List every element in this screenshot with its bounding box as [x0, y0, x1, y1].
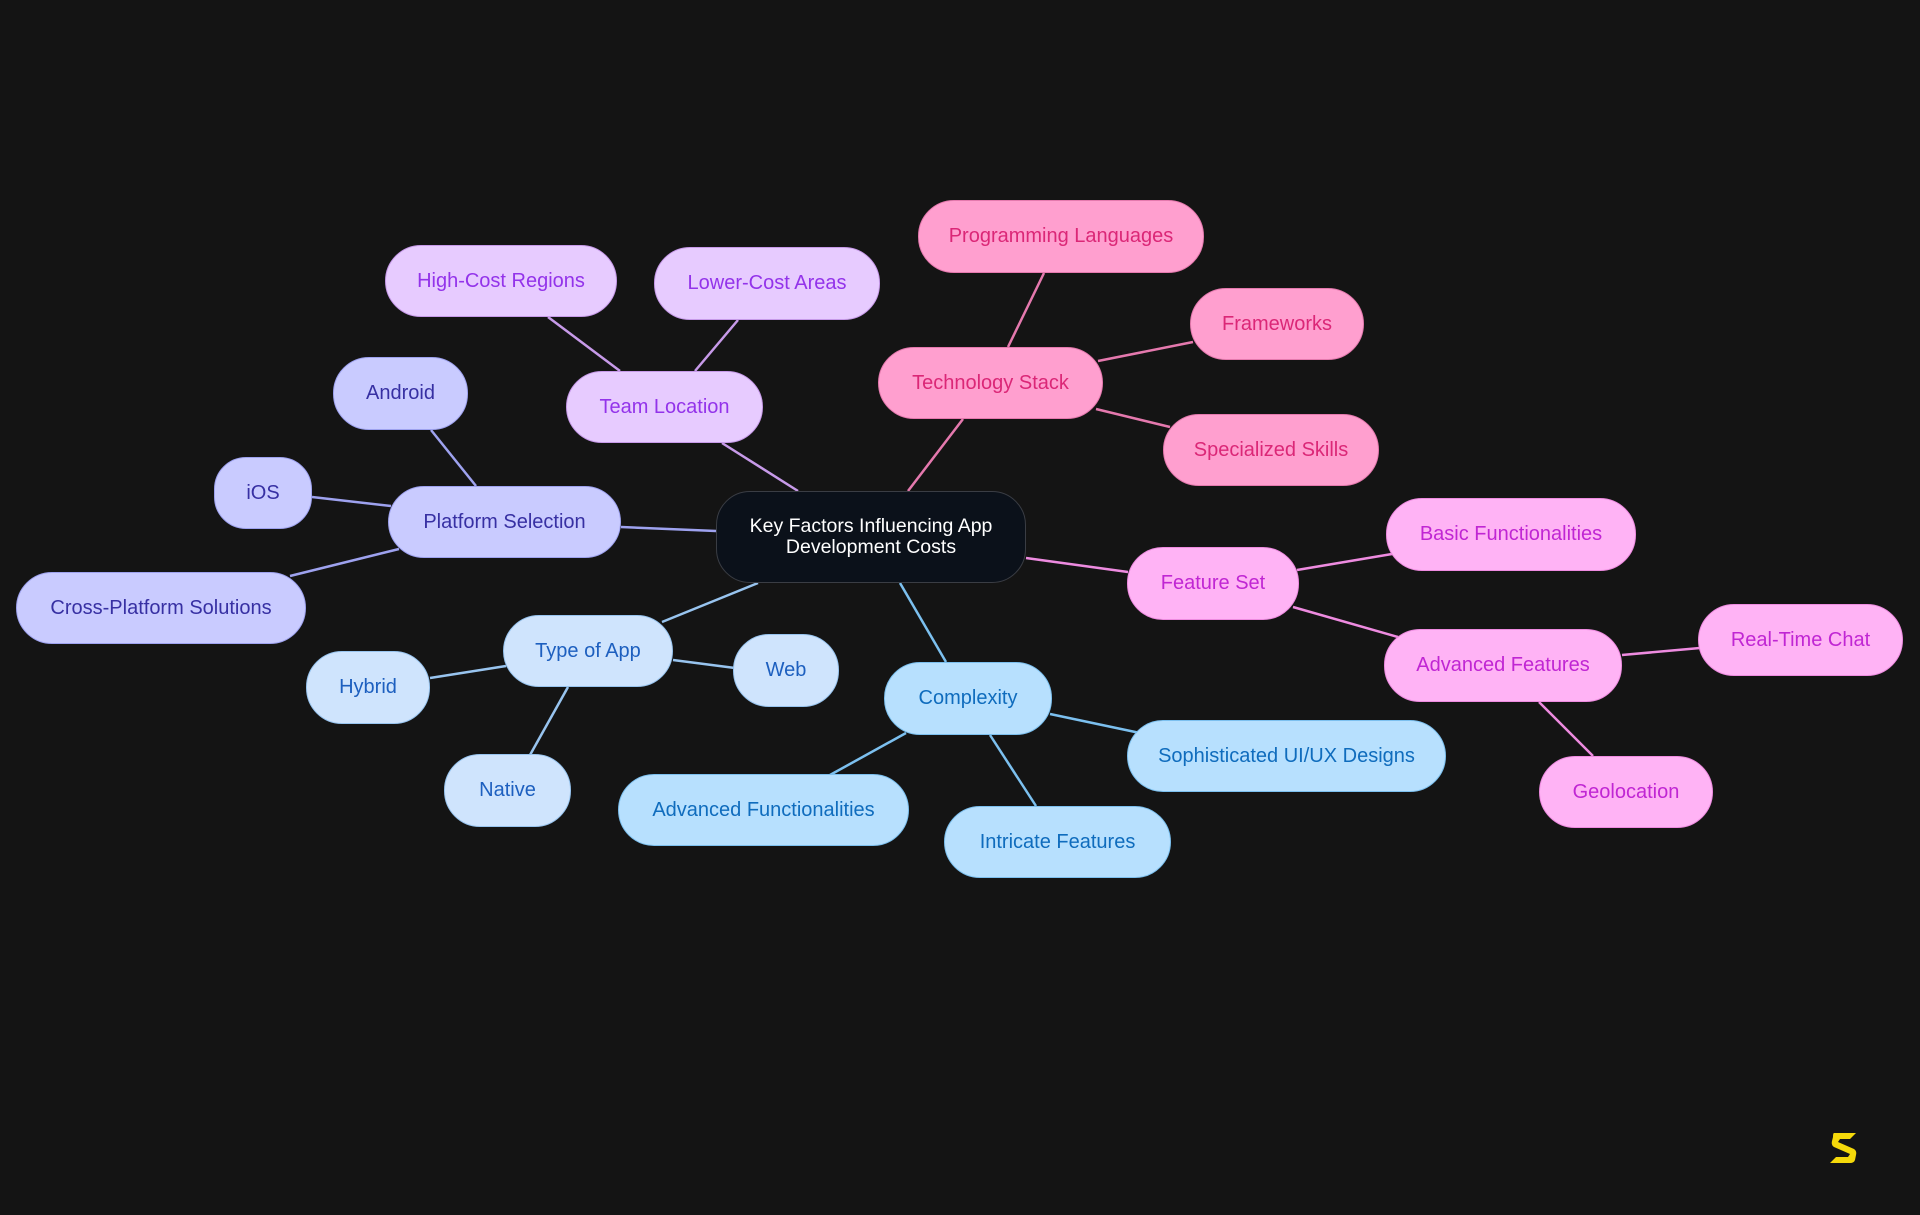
node-advanced-features[interactable]: Advanced Features	[1384, 629, 1622, 702]
node-platform-selection[interactable]: Platform Selection	[388, 486, 621, 558]
node-android[interactable]: Android	[333, 357, 468, 430]
node-label: Advanced Functionalities	[652, 798, 875, 821]
node-label: Advanced Features	[1416, 654, 1590, 676]
edge-advanced-geolocation	[1538, 701, 1594, 757]
node-label: Real-Time Chat	[1730, 628, 1871, 651]
node-label: Programming Languages	[948, 225, 1174, 247]
node-lower-cost-areas[interactable]: Lower-Cost Areas	[654, 247, 880, 320]
node-label: Web	[765, 659, 807, 681]
edge-type-native	[528, 686, 570, 756]
node-label: iOS	[246, 481, 280, 504]
node-label: Team Location	[599, 395, 730, 418]
edge-platform-cross	[289, 547, 400, 578]
edge-complexity-intricate	[988, 734, 1038, 807]
edge-platform-android	[430, 429, 477, 487]
node-label: Platform Selection	[423, 510, 586, 533]
node-technology-stack[interactable]: Technology Stack	[878, 347, 1103, 419]
edge-type-web	[672, 658, 736, 670]
edge-tech-programming	[1006, 272, 1046, 348]
node-label: Geolocation	[1572, 780, 1680, 803]
node-label: Specialized Skills	[1193, 438, 1349, 461]
central-topic-node[interactable]: Key Factors Influencing App Development …	[716, 491, 1026, 583]
edge-center-platform	[620, 525, 717, 533]
edge-center-feature-set	[1025, 556, 1129, 574]
node-label: Android	[366, 382, 435, 404]
edge-team-location-lower-cost	[694, 319, 739, 372]
node-hybrid[interactable]: Hybrid	[306, 651, 430, 724]
edge-center-team-location	[721, 441, 799, 493]
edge-center-technology-stack	[907, 418, 964, 492]
node-high-cost-regions[interactable]: High-Cost Regions	[385, 245, 617, 317]
node-label: Feature Set	[1160, 572, 1266, 594]
edge-complexity-advanced-func	[829, 731, 907, 777]
node-cross-platform-solutions[interactable]: Cross-Platform Solutions	[16, 572, 306, 644]
node-frameworks[interactable]: Frameworks	[1190, 288, 1364, 360]
edge-feature-basic	[1296, 552, 1393, 572]
node-specialized-skills[interactable]: Specialized Skills	[1163, 414, 1379, 486]
node-feature-set[interactable]: Feature Set	[1127, 547, 1299, 620]
node-label: Intricate Features	[979, 830, 1136, 853]
edge-tech-frameworks	[1097, 340, 1194, 363]
edge-team-location-high-cost	[547, 316, 621, 372]
node-label: Sophisticated UI/UX Designs	[1158, 744, 1415, 767]
edge-advanced-realtime	[1621, 646, 1701, 657]
node-label: Hybrid	[339, 676, 397, 698]
node-label: Basic Functionalities	[1419, 523, 1603, 545]
node-team-location[interactable]: Team Location	[566, 371, 763, 443]
node-label: Complexity	[918, 687, 1018, 709]
node-advanced-functionalities[interactable]: Advanced Functionalities	[618, 774, 909, 846]
s-logo-icon	[1830, 1133, 1857, 1163]
node-ios[interactable]: iOS	[214, 457, 312, 529]
node-label: Frameworks	[1221, 312, 1332, 335]
node-label: Cross-Platform Solutions	[50, 596, 272, 619]
node-label: Technology Stack	[912, 371, 1069, 394]
central-topic-label: Key Factors Influencing App Development …	[749, 515, 993, 558]
node-complexity[interactable]: Complexity	[884, 662, 1052, 735]
node-sophisticated-ui-ux-designs[interactable]: Sophisticated UI/UX Designs	[1127, 720, 1446, 792]
node-geolocation[interactable]: Geolocation	[1539, 756, 1713, 828]
edge-tech-specialized	[1095, 407, 1171, 429]
node-web[interactable]: Web	[733, 634, 839, 707]
node-native[interactable]: Native	[444, 754, 571, 827]
node-programming-languages[interactable]: Programming Languages	[918, 200, 1204, 273]
node-label: Native	[479, 779, 536, 801]
node-label: Lower-Cost Areas	[687, 272, 847, 294]
edge-feature-advanced	[1292, 605, 1399, 639]
edge-center-complexity	[898, 582, 948, 663]
edge-center-type-of-app	[661, 581, 759, 624]
node-label: High-Cost Regions	[417, 269, 585, 292]
node-basic-functionalities[interactable]: Basic Functionalities	[1386, 498, 1636, 571]
node-type-of-app[interactable]: Type of App	[503, 615, 673, 687]
edge-complexity-sophisticated	[1049, 712, 1141, 735]
node-label: Type of App	[535, 639, 641, 662]
node-intricate-features[interactable]: Intricate Features	[944, 806, 1171, 878]
edge-type-hybrid	[429, 664, 507, 680]
node-real-time-chat[interactable]: Real-Time Chat	[1698, 604, 1903, 676]
edge-platform-ios	[311, 495, 392, 508]
